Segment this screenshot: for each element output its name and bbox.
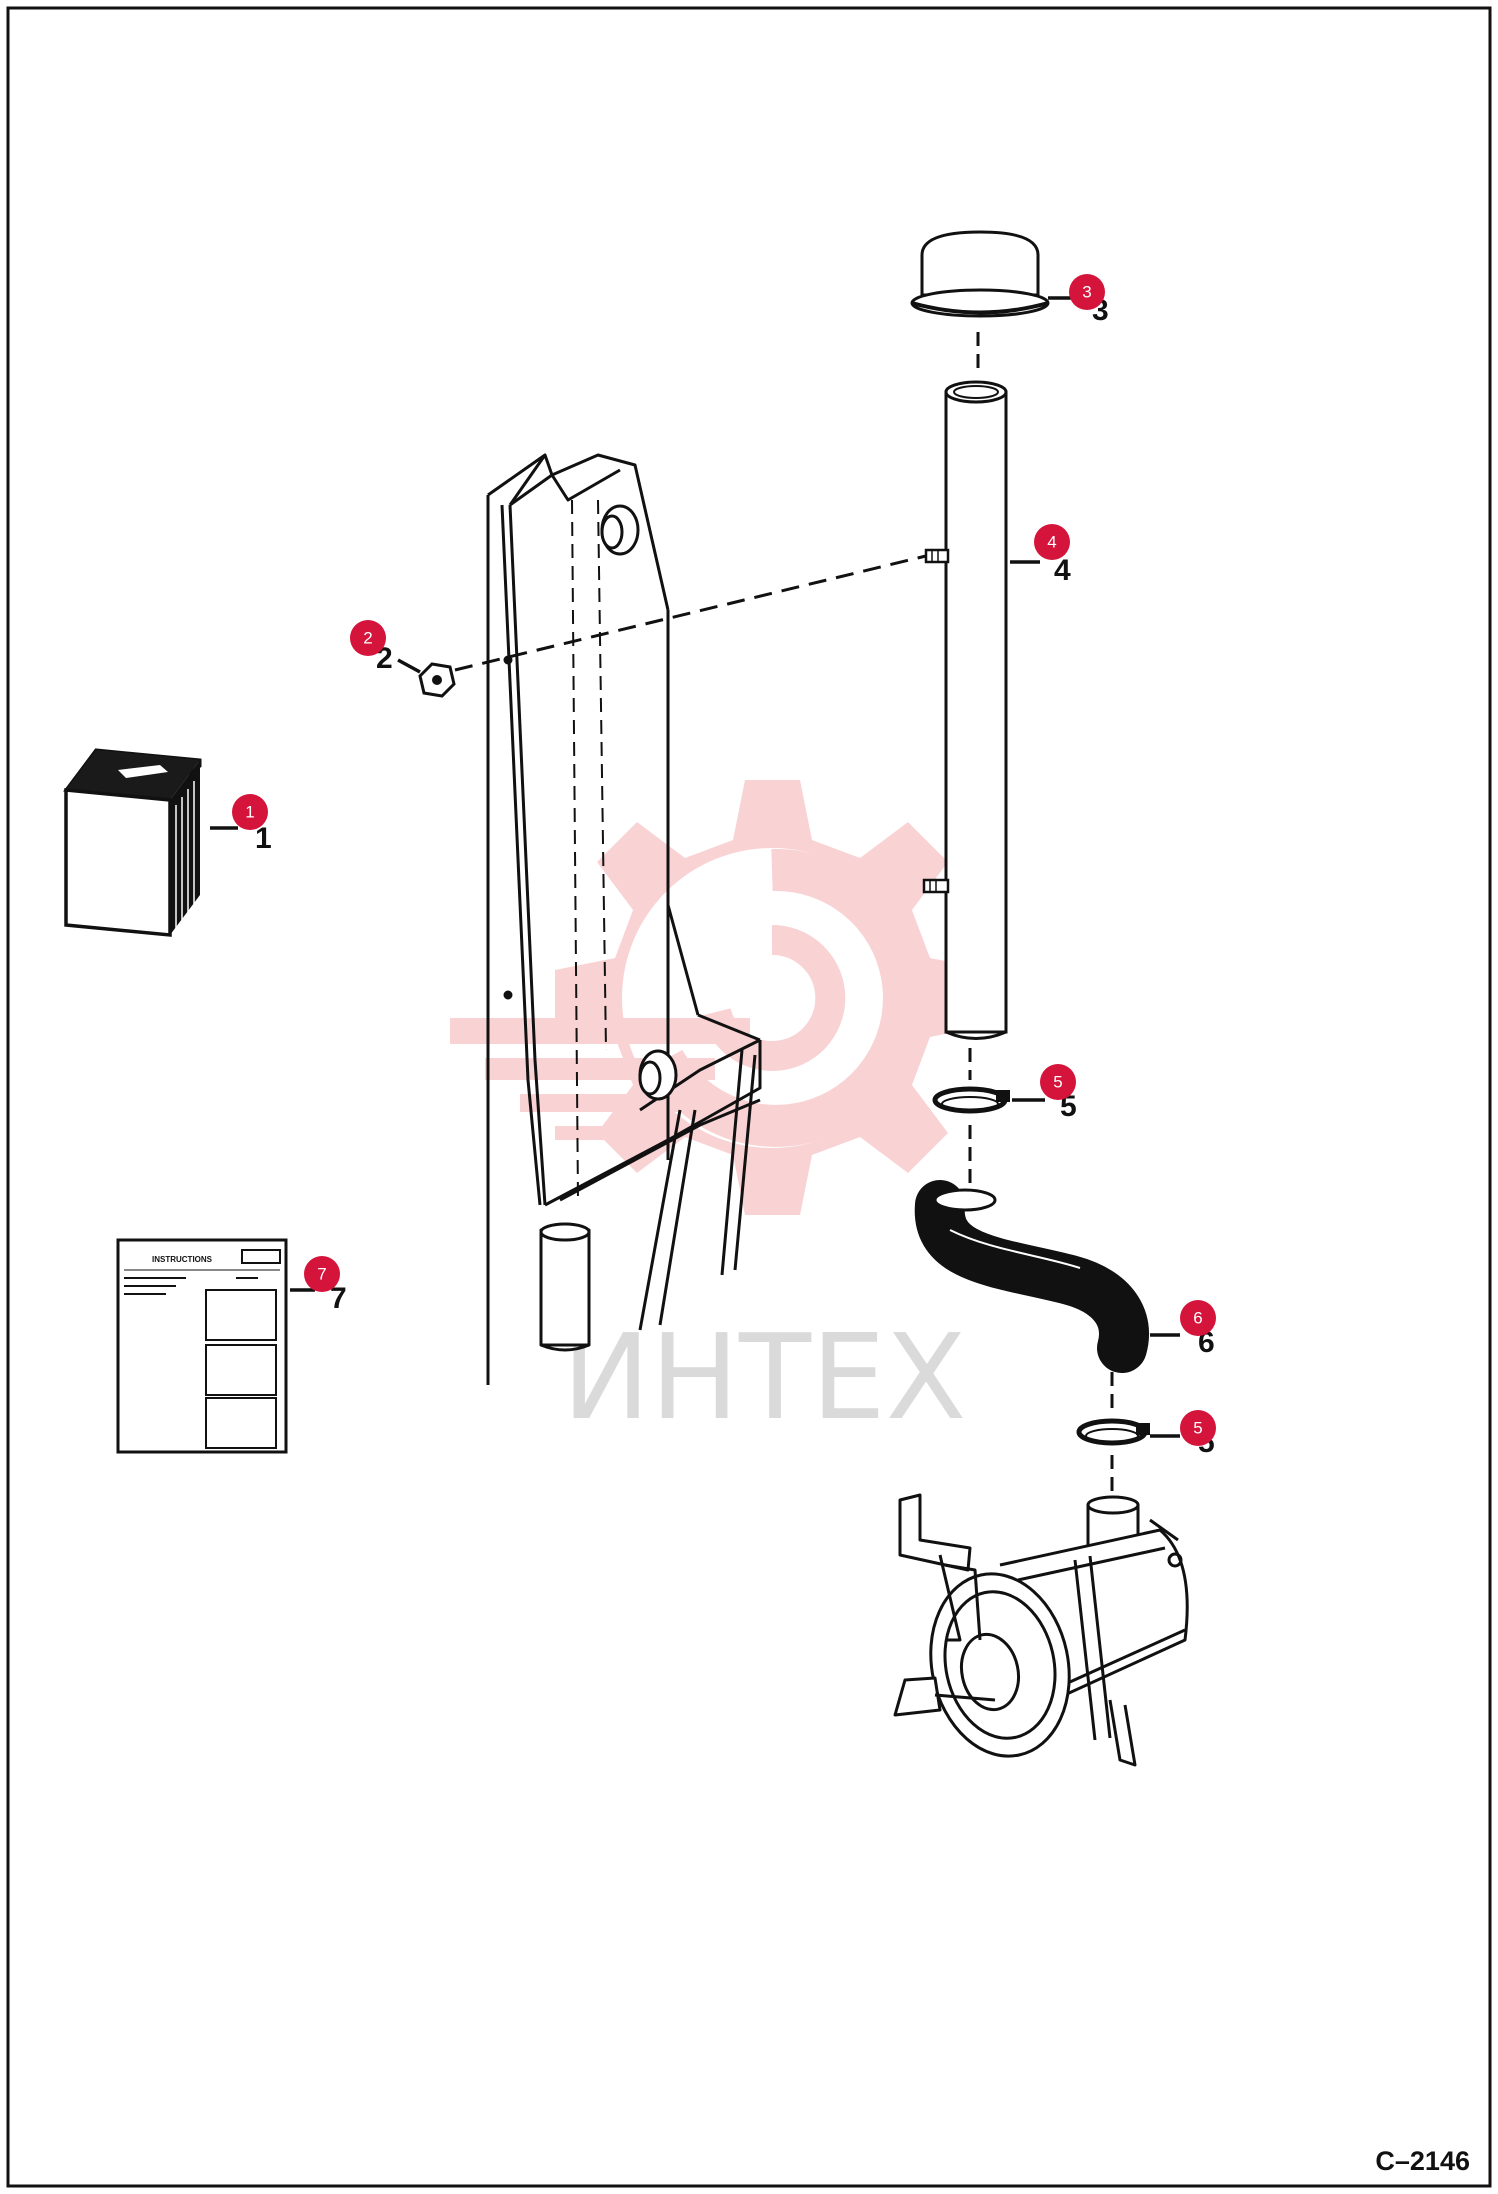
svg-text:3: 3 <box>1082 283 1091 302</box>
svg-text:2: 2 <box>363 629 372 648</box>
svg-text:4: 4 <box>1054 554 1071 587</box>
svg-text:7: 7 <box>317 1265 326 1284</box>
callout-4: 4 4 <box>1010 524 1071 587</box>
part-3-precleaner-cap <box>910 230 1050 318</box>
svg-text:5: 5 <box>1053 1073 1062 1092</box>
lift-arm-frame <box>486 453 762 1385</box>
svg-text:4: 4 <box>1047 533 1056 552</box>
svg-text:1: 1 <box>245 803 254 822</box>
callout-2: 2 2 <box>350 620 421 675</box>
part-5-hose-clamp-lower <box>1076 1418 1150 1446</box>
callout-5-lower: 5 5 <box>1150 1410 1216 1459</box>
instruction-sheet-heading: INSTRUCTIONS <box>152 1255 213 1264</box>
svg-text:1: 1 <box>255 822 272 855</box>
part-4-intake-pipe <box>922 380 1008 1040</box>
part-2-nut <box>418 662 456 698</box>
watermark-text: ИНТЕХ <box>562 1308 966 1446</box>
callout-3: 3 3 <box>1048 274 1109 327</box>
callout-7: 7 7 <box>290 1256 347 1315</box>
watermark-gear-icon <box>555 780 990 1215</box>
svg-text:5: 5 <box>1193 1419 1202 1438</box>
callout-1: 1 1 <box>210 794 272 855</box>
page-border <box>6 6 1492 2188</box>
part-7-instruction-sheet: INSTRUCTIONS <box>116 1238 288 1454</box>
svg-text:7: 7 <box>330 1282 347 1315</box>
document-code: C–2146 <box>1375 2146 1470 2176</box>
part-1-manual-box <box>63 748 202 937</box>
svg-text:6: 6 <box>1193 1309 1202 1328</box>
part-5-hose-clamp-upper <box>932 1086 1010 1114</box>
leader-dashed-nut-to-stud <box>454 553 931 672</box>
callout-6: 6 6 <box>1150 1300 1216 1359</box>
part-6-hose <box>914 1180 1149 1373</box>
callout-5-upper: 5 5 <box>1012 1064 1077 1123</box>
air-cleaner-assembly <box>893 1493 1189 1767</box>
